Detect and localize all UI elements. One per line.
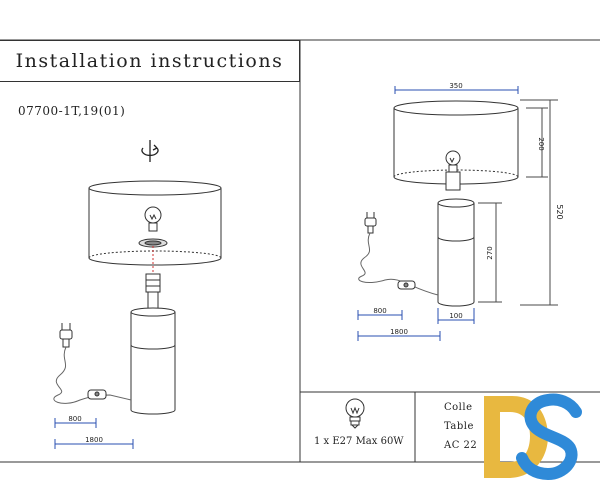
info-line-type: Table [444, 421, 474, 432]
dim-cable-label: 1800 [390, 328, 408, 336]
dim-base-height-line [478, 202, 502, 303]
bulb-icon [345, 398, 365, 429]
info-line-collection: Colle [444, 402, 473, 413]
power-cord [358, 232, 439, 296]
page-title: Installation instructions [0, 40, 300, 82]
model-code: 07700-1T,19(01) [18, 104, 126, 118]
dim-switch-label: 800 [68, 415, 81, 423]
dim-switch-line [54, 418, 97, 428]
dim-base-width-label: 100 [449, 312, 462, 320]
dim-total-height-line [520, 99, 558, 306]
dim-base-width-line [437, 308, 475, 324]
logo-letter-s [516, 393, 582, 481]
power-plug [59, 323, 73, 348]
spec-box [345, 398, 365, 429]
inline-switch [87, 389, 107, 400]
dim-shade-height-label: 200 [537, 137, 545, 150]
dim-cable-label: 1800 [85, 436, 103, 444]
power-plug [364, 212, 377, 234]
lamp-shade [393, 100, 519, 185]
dim-switch-label: 800 [373, 307, 386, 315]
dim-shade-height-line [526, 107, 548, 178]
dim-shade-width-line [394, 86, 519, 94]
dim-base-height-label: 270 [486, 246, 494, 259]
rotate-icon [141, 140, 159, 162]
bulb-spec: 1 x E27 Max 60W [314, 436, 404, 447]
dim-cable-line [357, 331, 441, 341]
lamp-base [437, 198, 475, 307]
ds-logo [484, 393, 582, 481]
bulb-icon [144, 206, 162, 232]
lamp-shade [88, 180, 222, 266]
shade-holder-ring [138, 238, 168, 248]
dim-shade-width-label: 350 [449, 82, 462, 90]
dim-switch-line [357, 310, 403, 320]
dim-cable-line [54, 439, 134, 449]
bulb-icon [445, 150, 461, 191]
lamp-base [130, 307, 176, 415]
exploded-lamp-diagram: 800 1800 [53, 140, 222, 449]
info-line-power: AC 22 [444, 440, 478, 451]
dim-total-height-label: 520 [555, 204, 564, 219]
assembled-lamp-diagram: 350 200 520 [357, 82, 564, 341]
inline-switch [397, 280, 416, 290]
lamp-socket [145, 273, 161, 313]
